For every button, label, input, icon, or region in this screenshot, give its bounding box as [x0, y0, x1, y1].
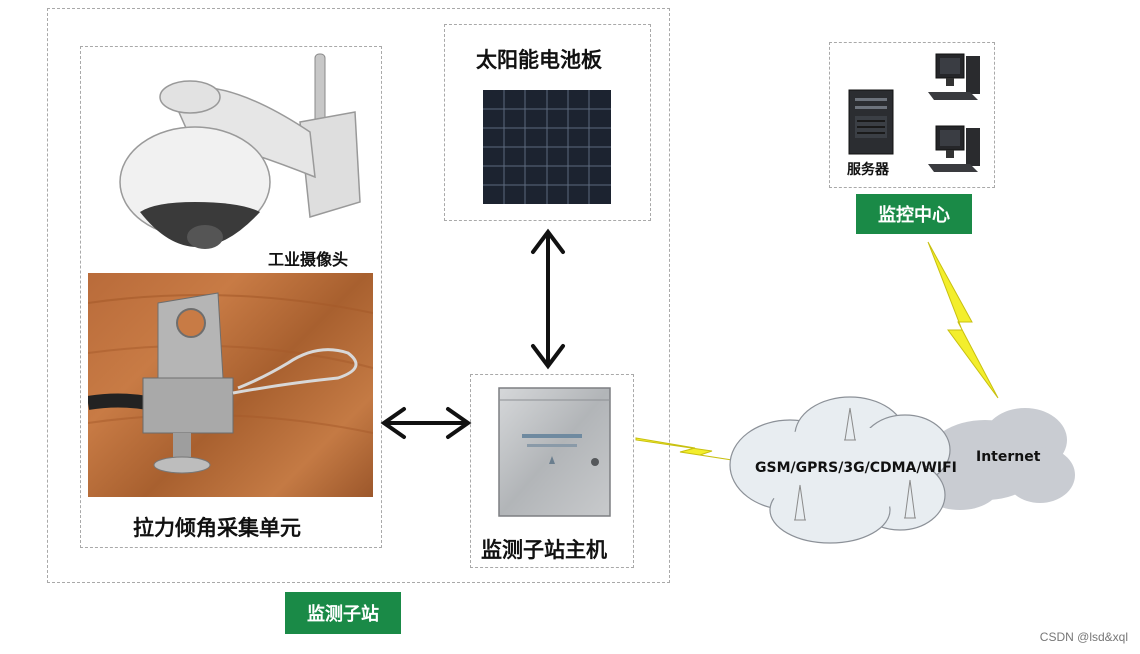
substation-frame — [47, 8, 670, 583]
host-cabinet-image — [498, 387, 611, 517]
watermark: CSDN @lsd&xql — [1039, 630, 1128, 644]
monitoring-center-frame — [829, 42, 995, 188]
lightning-cloud-center — [927, 241, 999, 399]
monitoring-center-tag: 监控中心 — [856, 194, 972, 234]
host-label: 监测子站主机 — [481, 538, 607, 562]
workstation-icon-bottom — [928, 125, 980, 172]
industrial-camera-image — [119, 53, 361, 249]
substation-tag: 监测子站 — [285, 592, 401, 634]
internet-label: Internet — [976, 449, 1041, 465]
cloud-network — [729, 396, 1075, 544]
solar-panel-label: 太阳能电池板 — [476, 48, 602, 72]
sensor-unit-image — [88, 273, 373, 497]
workstation-icon-top — [928, 53, 980, 100]
host-frame — [470, 374, 634, 568]
server-icon — [848, 89, 894, 155]
internet-cloud — [920, 408, 1075, 510]
solar-panel-frame — [444, 24, 651, 221]
server-label: 服务器 — [847, 162, 889, 178]
solar-panel-image — [483, 90, 611, 204]
camera-sensor-frame — [80, 46, 382, 548]
camera-label: 工业摄像头 — [268, 250, 349, 269]
sensor-unit-label: 拉力倾角采集单元 — [133, 516, 301, 540]
wireless-network-label: GSM/GPRS/3G/CDMA/WIFI — [755, 460, 957, 476]
lightning-host-cloud — [635, 437, 746, 463]
